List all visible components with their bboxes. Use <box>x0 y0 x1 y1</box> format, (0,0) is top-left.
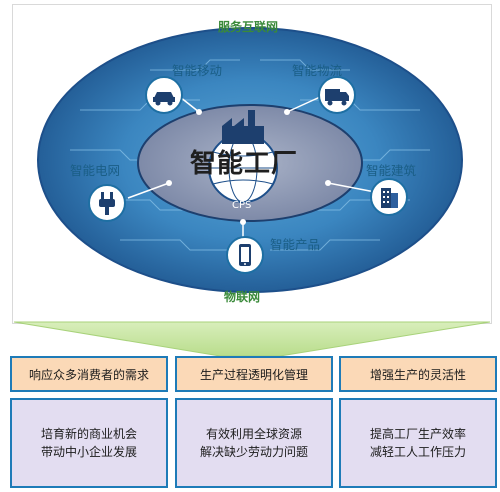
cps-label: CPS <box>232 200 252 211</box>
building-icon <box>370 178 408 216</box>
column-1-line-2: 带动中小企业发展 <box>40 445 137 459</box>
column-2-header: 生产过程透明化管理 <box>175 356 333 392</box>
smart-building-label: 智能建筑 <box>366 163 417 178</box>
column-2-body: 有效利用全球资源 解决缺少劳动力问题 <box>175 398 333 488</box>
column-3-line-2: 减轻工人工作压力 <box>369 445 466 459</box>
smart-factory-title: 智能工厂 <box>190 149 299 179</box>
column-2-line-2: 解决缺少劳动力问题 <box>199 445 308 459</box>
column-1-header: 响应众多消费者的需求 <box>10 356 168 392</box>
smart-product-label: 智能产品 <box>270 237 321 252</box>
column-1-line-1: 培育新的商业机会 <box>40 427 137 441</box>
plug-icon <box>88 184 126 222</box>
benefit-column-3: 增强生产的灵活性 提高工厂生产效率 减轻工人工作压力 <box>339 356 497 488</box>
internet-of-services-label: 服务互联网 <box>218 20 279 34</box>
downward-arrow <box>13 321 491 357</box>
smartphone-icon <box>226 236 264 274</box>
internet-of-things-label: 物联网 <box>224 290 261 304</box>
car-icon <box>145 76 183 114</box>
column-3-header: 增强生产的灵活性 <box>339 356 497 392</box>
truck-icon <box>318 76 356 114</box>
column-1-body: 培育新的商业机会 带动中小企业发展 <box>10 398 168 488</box>
column-2-line-1: 有效利用全球资源 <box>205 427 302 441</box>
factory-icon <box>222 110 264 144</box>
connector-lines <box>127 96 376 240</box>
column-3-body: 提高工厂生产效率 减轻工人工作压力 <box>339 398 497 488</box>
benefit-column-2: 生产过程透明化管理 有效利用全球资源 解决缺少劳动力问题 <box>175 356 333 488</box>
benefit-column-1: 响应众多消费者的需求 培育新的商业机会 带动中小企业发展 <box>10 356 168 488</box>
smart-grid-label: 智能电网 <box>70 163 121 178</box>
smart-logistics-label: 智能物流 <box>292 63 343 78</box>
smart-mobility-label: 智能移动 <box>172 63 223 78</box>
column-3-line-1: 提高工厂生产效率 <box>369 427 466 441</box>
